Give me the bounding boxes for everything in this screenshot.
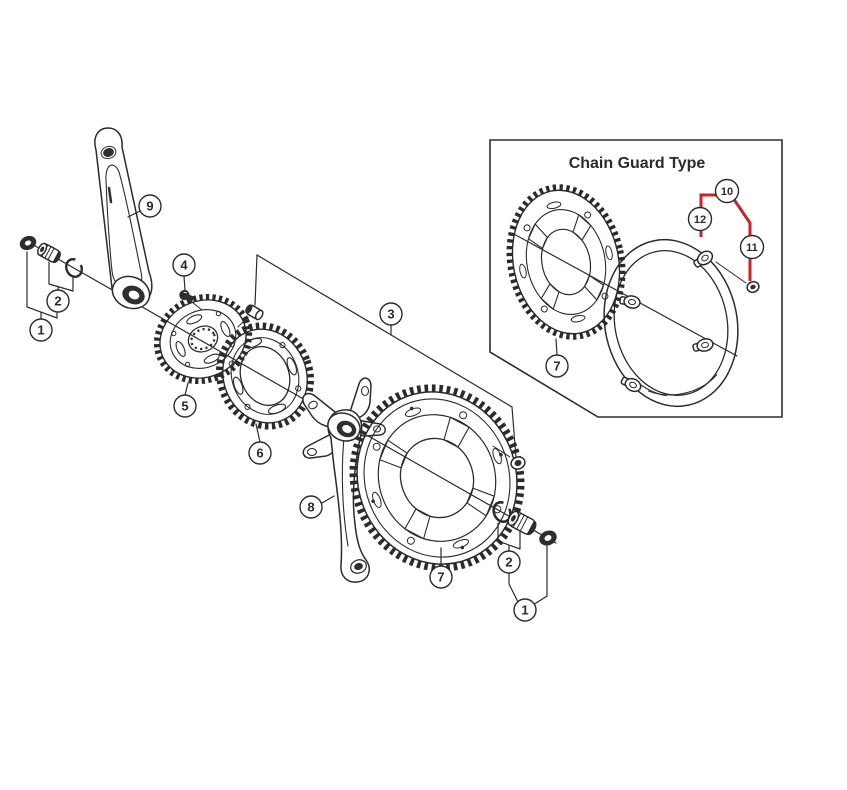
callout-label: 8 [307,500,314,515]
bolt-thread-line [191,301,203,311]
callout-label: 2 [54,294,61,309]
guard-mount-tab [620,376,642,393]
bolt-thread-line [492,445,511,458]
callout-2-left: 2 [46,289,70,313]
small-chainring [153,293,253,385]
callout-label: 2 [505,555,512,570]
leader-8 [321,495,335,504]
guard-mount-tab [693,250,714,268]
callout-label: 1 [521,603,528,618]
leader-7-inset [555,338,558,356]
callout-label: 4 [180,258,188,273]
crank-arm-body [327,409,370,583]
inset-title: Chain Guard Type [569,155,706,172]
callout-label: 11 [746,242,758,254]
guard-mount-tab [619,295,641,309]
callout-2-right: 2 [497,550,521,574]
guard-mount-tab [692,338,714,352]
main-axis-line [29,242,557,544]
right-crank-bolt [507,510,537,536]
guard-bolt [746,280,760,294]
chain-guard-inset-box: Chain Guard Type [489,139,783,418]
inset-axis-line [511,232,738,357]
callout-label: 1 [37,323,44,338]
callout-1-left: 1 [29,318,53,342]
axle-bolt-right [510,456,526,470]
callout-7-inset: 7 [545,354,569,378]
group-bracket-1-right [508,545,548,606]
callout-label: 9 [146,199,153,214]
bolt-group-line-3 [254,253,517,459]
callout-9: 9 [138,194,162,218]
callout-label: 12 [694,214,706,226]
callout-11: 11 [739,234,765,260]
group-bracket-1-left [26,251,58,320]
leader-9 [127,210,141,218]
callout-label: 10 [721,186,733,198]
leader-4 [183,275,186,291]
callout-5: 5 [173,394,197,418]
axle-bolt-left [245,304,264,321]
right-crank-arm [302,377,386,583]
leader-5 [184,382,189,396]
callout-label: 6 [256,446,263,461]
inset-border [489,139,783,418]
inset-large-chainring [506,184,626,340]
middle-chainring [216,322,314,430]
bolt-thread-line [237,316,249,328]
chain-guard [603,238,739,408]
chainring-bolt-small [179,289,194,303]
callout-label: 7 [553,359,560,374]
callout-8: 8 [299,495,323,519]
leader-6 [255,423,261,443]
pedal-hole [103,148,114,157]
left-crank-arm [94,127,153,310]
callout-4: 4 [172,253,196,277]
left-c-washer [65,258,83,278]
left-dust-cap [19,235,37,251]
left-crank-bolt [37,242,61,264]
group-bracket-2-right [497,522,521,552]
callout-1-right: 1 [513,598,537,622]
callout-3: 3 [379,302,403,326]
callout-6: 6 [248,441,272,465]
callout-12: 12 [687,206,713,232]
callout-label: 3 [387,307,394,322]
right-dust-cap [539,530,557,546]
callout-label: 5 [181,399,188,414]
callout-label: 7 [437,570,444,585]
bolt-leader-line [715,261,747,284]
callout-10: 10 [714,178,740,204]
callout-7: 7 [429,565,453,589]
group-bracket-2-left [48,261,74,292]
